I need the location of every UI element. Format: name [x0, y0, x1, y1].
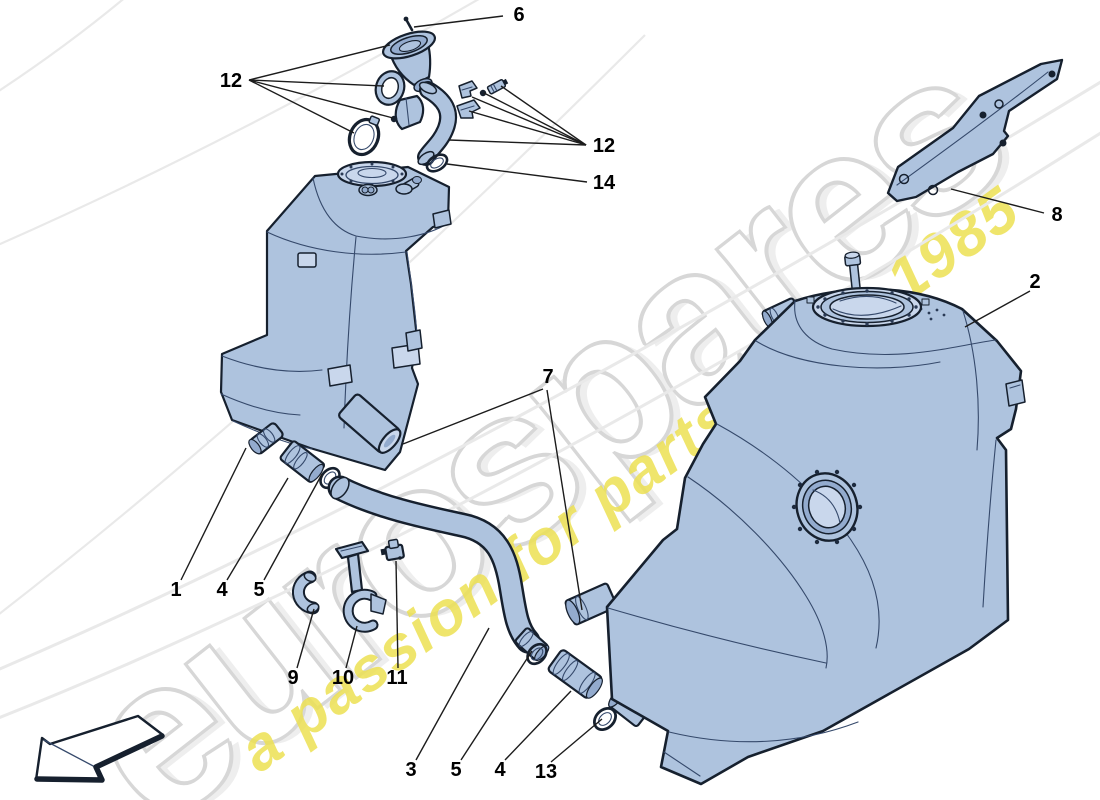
leader-line-12	[471, 96, 587, 146]
leader-line-12	[500, 85, 587, 146]
rubber-sleeve	[291, 570, 320, 615]
tank-connecting-hose-assembly	[279, 440, 618, 732]
part-number-label-9: 9	[287, 667, 298, 689]
bolt-dot	[390, 115, 398, 123]
left-tank-body	[219, 165, 451, 472]
leader-line-2	[964, 290, 1031, 328]
part-number-label-13: 13	[535, 761, 557, 783]
sleeve-connector	[547, 649, 603, 699]
small-bolt	[486, 78, 509, 95]
leader-line-9	[296, 608, 315, 669]
mounting-bracket	[886, 58, 1064, 203]
left-tank-cutout	[327, 364, 353, 387]
direction-arrow	[34, 714, 165, 783]
filler-elbow-hose	[417, 81, 458, 166]
leader-line-3	[415, 627, 490, 761]
leader-line-7	[402, 388, 544, 445]
leader-line-12	[448, 139, 587, 146]
right-tank-access-ring	[791, 469, 863, 545]
left-tank-filler-flange	[336, 160, 408, 188]
part-number-label-5: 5	[253, 579, 264, 601]
left-tank-tab	[432, 209, 452, 229]
leader-line-1	[180, 447, 247, 581]
leader-line-12	[483, 92, 587, 146]
hose-clamp-ring	[425, 153, 449, 173]
part-number-label-3: 3	[405, 759, 416, 781]
screw	[403, 16, 414, 32]
leader-line-12	[248, 44, 391, 81]
hose-mounting-parts	[291, 538, 405, 633]
part-number-label-4: 4	[494, 759, 506, 781]
filler-support-bracket	[394, 94, 425, 131]
part-number-label-10: 10	[332, 667, 354, 689]
leader-line-12	[248, 79, 385, 87]
right-fuel-tank	[564, 251, 1026, 786]
left-tank-ports	[358, 176, 422, 197]
hose-seal-ring-right	[526, 642, 548, 666]
retaining-clip	[456, 99, 481, 119]
part-number-label-12: 12	[220, 70, 242, 92]
leader-line-13	[550, 718, 603, 763]
part-number-label-2: 2	[1029, 271, 1040, 293]
clamp-ring-13	[592, 706, 618, 732]
leader-line-11	[395, 560, 399, 669]
leader-line-12	[248, 79, 355, 134]
right-tank-filler-flange	[806, 286, 930, 328]
clamp-bracket	[334, 540, 387, 633]
filler-gasket	[374, 70, 406, 106]
left-tank-barb-connector	[248, 422, 284, 455]
part-number-label-8: 8	[1051, 204, 1062, 226]
leader-line-5	[460, 650, 533, 761]
part-number-label-1: 1	[170, 579, 181, 601]
part-number-label-5: 5	[450, 759, 461, 781]
right-tank-tab	[1005, 379, 1026, 407]
leader-line-14	[446, 163, 588, 183]
retaining-clip	[458, 80, 478, 99]
part-number-label-4: 4	[216, 579, 228, 601]
leader-line-12	[468, 110, 587, 146]
flange-bolts	[816, 289, 918, 326]
hose-fitting-left	[279, 440, 326, 483]
left-expansion-tank	[219, 160, 452, 472]
leader-line-12	[248, 79, 394, 119]
ring-teeth	[791, 469, 863, 545]
filler-neck-assembly	[347, 16, 509, 173]
part-number-label-7: 7	[542, 366, 553, 388]
leader-line-8	[950, 188, 1045, 214]
leader-line-7	[546, 389, 583, 611]
leader-line-4	[504, 690, 572, 761]
small-sensor	[380, 538, 405, 562]
left-tank-tab	[405, 329, 423, 352]
leader-line-4	[226, 477, 289, 581]
washer-dot	[479, 89, 487, 97]
filler-open-clamp	[347, 115, 381, 157]
leader-line-10	[345, 625, 358, 669]
part-number-label-12: 12	[593, 135, 615, 157]
leader-line-5	[263, 473, 323, 581]
part-number-label-11: 11	[386, 667, 407, 689]
part-number-label-14: 14	[593, 172, 616, 194]
left-tank-cutout	[297, 252, 317, 268]
right-tank-outlet-stub	[564, 582, 618, 626]
left-tank-pipe-stub	[338, 393, 402, 454]
part-number-label-6: 6	[513, 4, 524, 26]
leader-line-6	[413, 15, 504, 28]
